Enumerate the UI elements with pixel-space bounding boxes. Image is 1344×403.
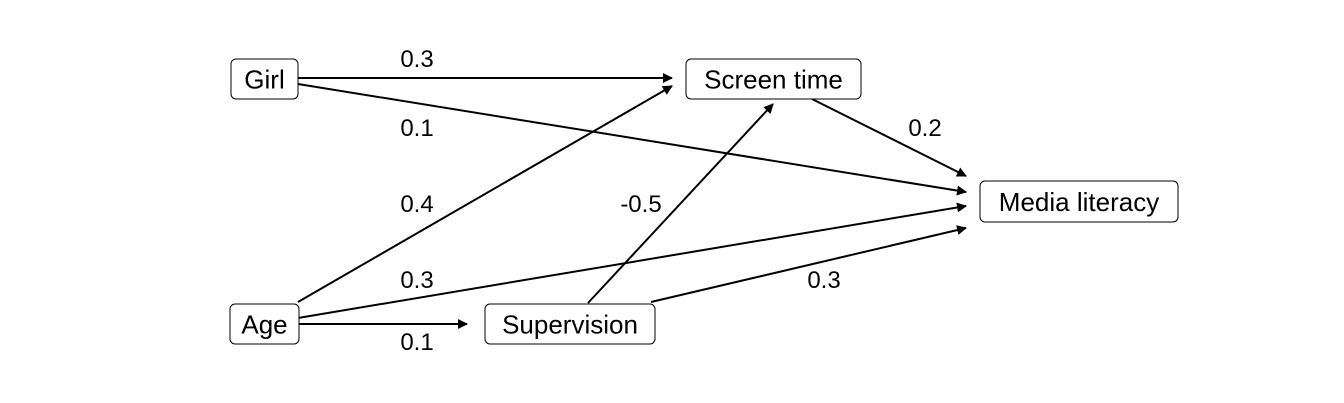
edge-label-age-media-literacy: 0.3 (400, 267, 433, 294)
node-supervision-box (484, 303, 656, 345)
edge-label-girl-media-literacy: 0.1 (400, 115, 433, 142)
node-girl-label: Girl (244, 65, 284, 95)
edge-age-media-literacy (297, 202, 967, 319)
node-age: Age (229, 303, 300, 345)
edge-supervision-media-literacy (650, 225, 967, 303)
node-media-literacy-label: Media literacy (999, 187, 1159, 217)
edge-label-supervision-media-literacy: 0.3 (807, 267, 840, 294)
node-screen-time-label: Screen time (704, 65, 843, 95)
edge-girl-media-literacy (297, 83, 967, 196)
edge-supervision-screen-time (587, 103, 774, 304)
edge-screen-time-media-literacy (811, 98, 967, 177)
node-screen-time: Screen time (685, 58, 862, 100)
node-screen-time-box (685, 58, 862, 100)
edge-label-supervision-screen-time: -0.5 (620, 191, 661, 218)
edge-label-screen-time-media-literacy: 0.2 (908, 115, 941, 142)
edges (297, 73, 967, 329)
node-age-label: Age (241, 310, 287, 340)
node-supervision-label: Supervision (502, 310, 638, 340)
node-age-box (229, 303, 300, 345)
edge-age-screen-time (297, 85, 673, 303)
node-girl-box (230, 58, 299, 100)
edge-label-age-screen-time: 0.4 (400, 191, 433, 218)
edge-label-age-supervision: 0.1 (400, 329, 433, 356)
node-girl: Girl (230, 58, 299, 100)
edge-label-girl-screen-time: 0.3 (400, 46, 433, 73)
edge-labels: 0.3 0.1 0.4 0.3 0.1 -0.5 0.3 0.2 (400, 46, 941, 356)
node-media-literacy: Media literacy (979, 180, 1179, 223)
node-media-literacy-box (979, 180, 1179, 223)
node-supervision: Supervision (484, 303, 656, 345)
